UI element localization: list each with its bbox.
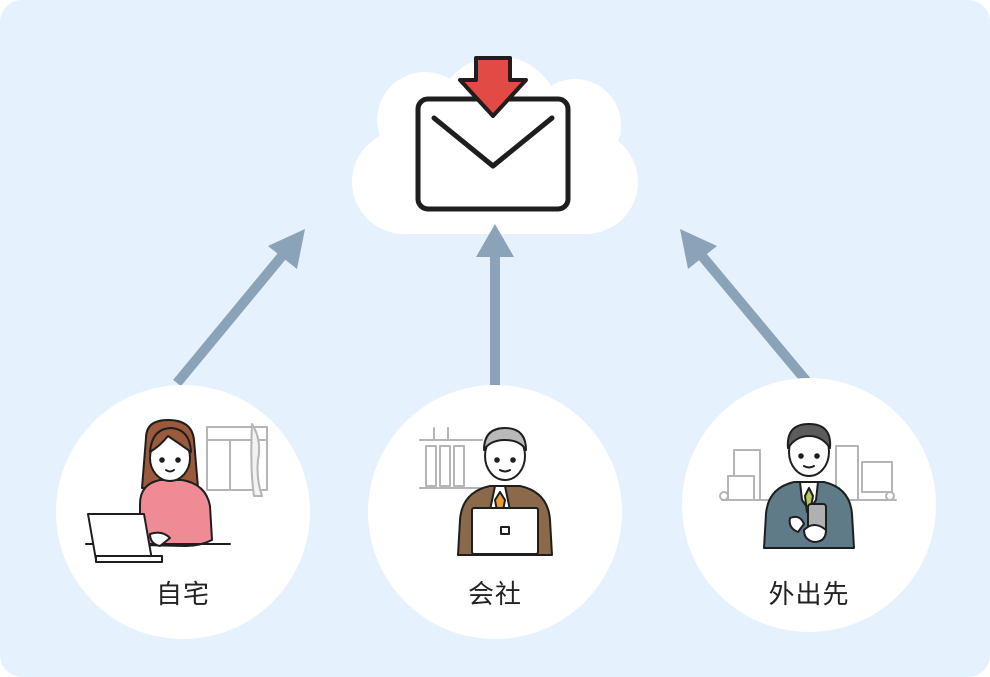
node-label-home: 自宅: [155, 580, 210, 610]
envelope-icon: [415, 96, 571, 212]
businessman-phone-icon: [719, 423, 897, 549]
arrow-office-to-cloud: [476, 224, 514, 392]
businessman-laptop-icon: [419, 427, 553, 556]
arrow-home-to-cloud: [173, 229, 305, 387]
arrow-outside-to-cloud: [680, 229, 812, 387]
download-arrow-icon: [458, 56, 528, 118]
node-label-office: 会社: [467, 580, 522, 610]
node-label-outside: 外出先: [768, 580, 850, 610]
woman-laptop-icon: [85, 419, 268, 563]
